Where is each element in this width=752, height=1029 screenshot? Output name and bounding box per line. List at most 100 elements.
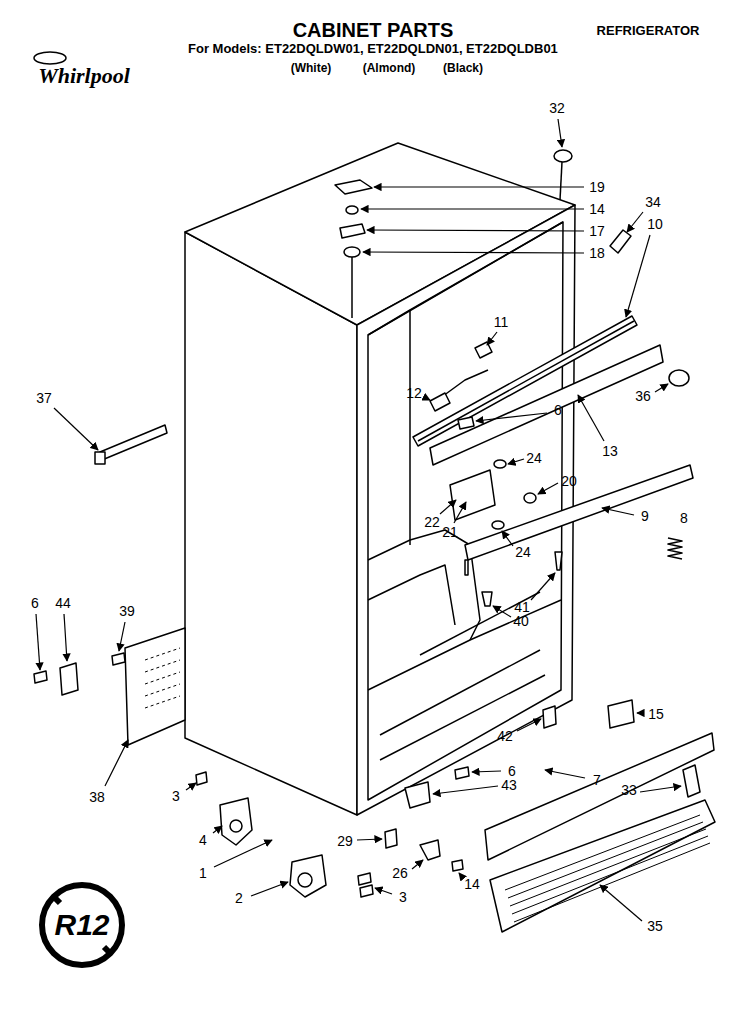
cabinet-opening: [368, 222, 563, 800]
bar: [465, 465, 693, 560]
liner-hump: [368, 530, 480, 640]
r12-mark: R12: [54, 910, 109, 940]
bar: [465, 560, 468, 575]
screw: [555, 552, 562, 570]
hinge: [290, 855, 326, 897]
callout-number: 38: [89, 790, 105, 804]
r12-slash: [54, 897, 60, 903]
screw: [360, 885, 373, 897]
screw: [482, 592, 492, 606]
callout-number: 24: [515, 545, 531, 559]
callout-number: 43: [501, 778, 517, 792]
hinge-pin: [298, 873, 312, 887]
wire: [443, 370, 488, 396]
color-name: (Almond): [363, 62, 416, 74]
callout-number: 33: [621, 783, 637, 797]
callout-number: 42: [497, 729, 513, 743]
screw: [112, 653, 125, 665]
color-name: (Black): [443, 62, 483, 74]
callout-number: 40: [513, 614, 529, 628]
plate: [385, 829, 397, 848]
screw: [524, 493, 536, 503]
clip: [475, 342, 492, 358]
color-name: (White): [291, 62, 332, 74]
callout-number: 3: [172, 789, 180, 803]
plug: [610, 230, 631, 253]
callout-number: 10: [647, 217, 663, 231]
callout-number: 18: [589, 246, 605, 260]
bracket: [450, 470, 495, 520]
callout-number: 12: [406, 386, 422, 400]
callout-number: 39: [119, 604, 135, 618]
panel: [125, 628, 185, 745]
callout-number: 34: [645, 195, 661, 209]
hinge: [220, 798, 252, 845]
callout-number: 9: [641, 509, 649, 523]
clip: [683, 765, 700, 797]
liner-edge: [368, 310, 410, 545]
grille: [490, 800, 715, 932]
shim: [344, 247, 360, 257]
liner-hump: [368, 565, 455, 625]
liner-floor: [380, 675, 545, 760]
callout-number: 11: [494, 315, 509, 329]
connector: [430, 393, 450, 411]
r12-slash: [104, 947, 110, 953]
callout-number: 44: [55, 596, 71, 610]
hinge-cover: [335, 180, 372, 194]
callout-number: 19: [589, 180, 605, 194]
cabinet-side: [185, 232, 357, 815]
callout-number: 29: [337, 834, 353, 848]
block: [608, 700, 634, 728]
screw: [455, 767, 469, 779]
clip: [60, 663, 78, 695]
callout-number: 36: [635, 389, 651, 403]
vent-slots: [145, 648, 180, 708]
callout-number: 20: [561, 474, 577, 488]
callout-number: 2: [235, 891, 243, 905]
bracket: [405, 782, 430, 808]
diagram-title: CABINET PARTS: [293, 20, 454, 40]
callout-number: 3: [399, 890, 407, 904]
callout-number: 6: [554, 403, 562, 417]
cable-tie: [100, 425, 167, 460]
model-list: For Models: ET22DQLDW01, ET22DQLDN01, ET…: [188, 42, 558, 55]
spring: [668, 538, 682, 559]
washer: [494, 460, 506, 468]
leader-lines: [36, 119, 681, 921]
screw: [346, 206, 358, 214]
clip: [543, 706, 556, 728]
callout-number: 7: [593, 773, 601, 787]
callout-number: 17: [589, 224, 605, 238]
header-label: REFRIGERATOR: [597, 24, 700, 37]
callout-number: 35: [647, 919, 663, 933]
plug: [554, 150, 572, 162]
callout-number: 22: [424, 515, 440, 529]
screw: [458, 417, 474, 429]
hinge: [340, 224, 365, 238]
callout-number: 37: [36, 391, 52, 405]
screw: [358, 873, 371, 885]
cable-tie: [95, 452, 105, 464]
screw: [196, 772, 207, 785]
pin-line: [351, 257, 353, 318]
callout-number: 14: [589, 202, 605, 216]
screw: [452, 860, 463, 871]
hinge-pin: [230, 820, 242, 832]
callout-number: 41: [514, 600, 530, 614]
callout-number: 24: [526, 451, 542, 465]
callout-number: 6: [31, 596, 39, 610]
logo-oval: [34, 52, 66, 64]
bracket: [420, 840, 440, 860]
callout-number: 32: [549, 101, 565, 115]
screw: [34, 671, 47, 683]
callout-number: 8: [680, 511, 688, 525]
callout-number: 21: [442, 525, 458, 539]
liner-floor: [368, 600, 561, 690]
callout-number: 1: [199, 866, 207, 880]
cabinet-front: [357, 205, 575, 815]
liner-edge: [410, 222, 563, 310]
mullion-bar: [430, 345, 663, 465]
callout-number: 13: [602, 444, 618, 458]
